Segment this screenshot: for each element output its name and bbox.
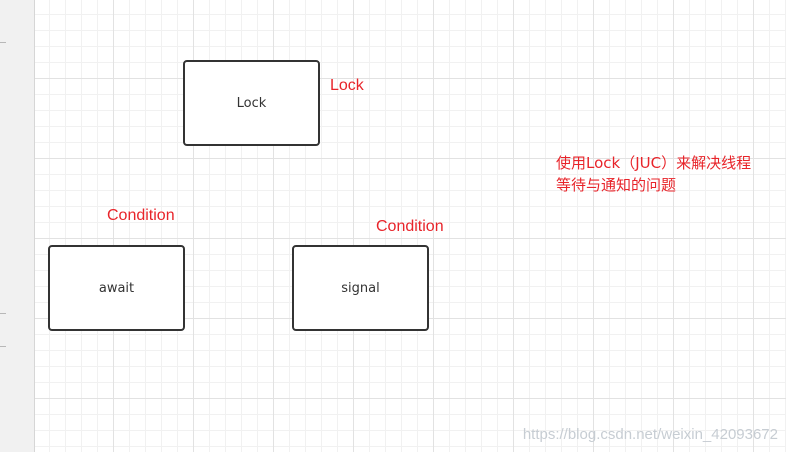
diagram-canvas[interactable]	[35, 0, 786, 452]
lock-node-label: Lock	[236, 95, 267, 111]
lock-node[interactable]: Lock	[183, 60, 320, 146]
signal-node-label: signal	[341, 280, 380, 296]
note-line-1: 使用Lock（JUC）来解决线程	[556, 154, 752, 172]
ruler-tick	[0, 313, 6, 314]
left-ruler	[0, 0, 35, 452]
await-node-label: await	[98, 280, 135, 296]
condition-annotation-signal: Condition	[376, 218, 444, 235]
signal-node[interactable]: signal	[292, 245, 429, 331]
await-node[interactable]: await	[48, 245, 185, 331]
condition-annotation-await: Condition	[107, 207, 175, 224]
ruler-tick	[0, 346, 6, 347]
explanation-note: 使用Lock（JUC）来解决线程 等待与通知的问题	[556, 152, 782, 196]
watermark: https://blog.csdn.net/weixin_42093672	[522, 426, 778, 443]
lock-annotation: Lock	[330, 77, 364, 94]
ruler-tick	[0, 42, 6, 43]
note-line-2: 等待与通知的问题	[556, 176, 677, 194]
